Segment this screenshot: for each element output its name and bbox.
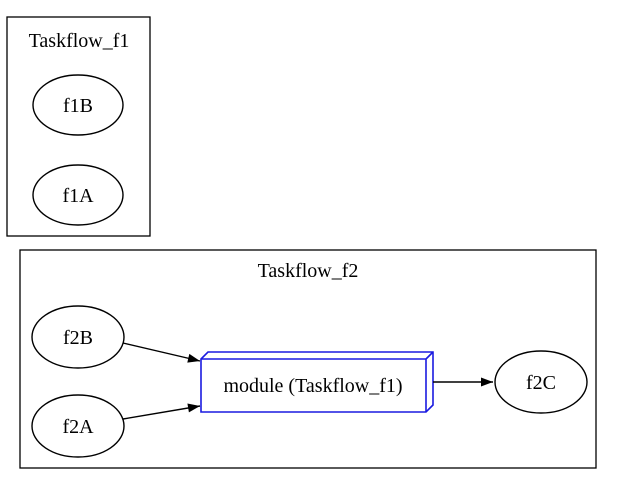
node-f2B: f2B [31, 305, 125, 369]
node-f1A: f1A [32, 164, 124, 226]
node-f2C-label: f2C [526, 372, 556, 394]
box3d-depth-lines [201, 351, 434, 412]
edge-f2A-to-module [122, 403, 201, 420]
node-f2A-label: f2A [62, 416, 94, 438]
node-f1B-label: f1B [63, 95, 93, 117]
node-f2C-ellipse [494, 350, 588, 414]
node-f2B-label: f2B [63, 327, 93, 349]
node-f2B-ellipse [31, 305, 125, 369]
cluster-taskflow-f2: Taskflow_f2 f2B f2A module (Taskflow_f1)… [19, 249, 597, 469]
edge-f2B-to-module [122, 342, 201, 363]
cluster-taskflow-f1: Taskflow_f1 f1B f1A [6, 16, 151, 237]
node-f1B: f1B [32, 74, 124, 136]
node-module-box3d: module (Taskflow_f1) [200, 351, 434, 413]
cluster-taskflow-f2-label: Taskflow_f2 [258, 260, 359, 282]
node-f2C: f2C [494, 350, 588, 414]
node-f1A-ellipse [32, 164, 124, 226]
cluster-taskflow-f2-border [19, 249, 597, 469]
node-f1A-label: f1A [62, 185, 94, 207]
cluster-taskflow-f1-border [6, 16, 151, 237]
node-f2A-ellipse [31, 394, 125, 458]
cluster-taskflow-f1-label: Taskflow_f1 [29, 30, 130, 52]
node-f2A: f2A [31, 394, 125, 458]
node-f1B-ellipse [32, 74, 124, 136]
node-module-label: module (Taskflow_f1) [223, 375, 402, 397]
